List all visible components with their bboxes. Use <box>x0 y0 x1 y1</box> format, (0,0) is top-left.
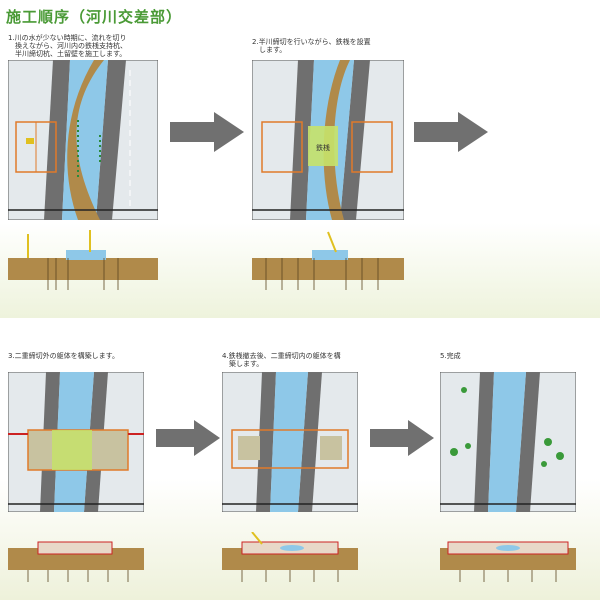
step-2-caption: 2.半川締切を行いながら、鉄桟を設置 します。 <box>252 38 371 54</box>
step-1-plan <box>8 60 158 220</box>
step-4-plan <box>222 372 358 512</box>
step-5-section <box>440 532 576 582</box>
step-2-plan: 鉄桟 <box>252 60 404 220</box>
step-3-plan <box>8 372 144 512</box>
arrow-2-to-3 <box>414 112 488 152</box>
arrow-1-to-2 <box>170 112 244 152</box>
step-1-section <box>8 226 158 292</box>
step-2-label: 鉄桟 <box>316 143 330 152</box>
step-3-section <box>8 532 144 582</box>
arrow-4-to-5 <box>370 420 434 456</box>
step-4-caption: 4.鉄桟撤去後、二重締切内の躯体を構 築します。 <box>222 352 341 368</box>
step-5-caption: 5.完成 <box>440 352 461 360</box>
step-3-caption: 3.二重締切外の躯体を構築します。 <box>8 352 119 360</box>
step-1-caption: 1.川の水が少ない時期に、流れを切り 換えながら、河川内の鉄桟支持杭、 半川締切… <box>8 34 127 58</box>
page-title: 施工順序（河川交差部） <box>6 6 182 27</box>
step-2-section <box>252 226 404 292</box>
step-4-section <box>222 532 358 582</box>
arrow-3-to-4 <box>156 420 220 456</box>
step-5-plan <box>440 372 576 512</box>
